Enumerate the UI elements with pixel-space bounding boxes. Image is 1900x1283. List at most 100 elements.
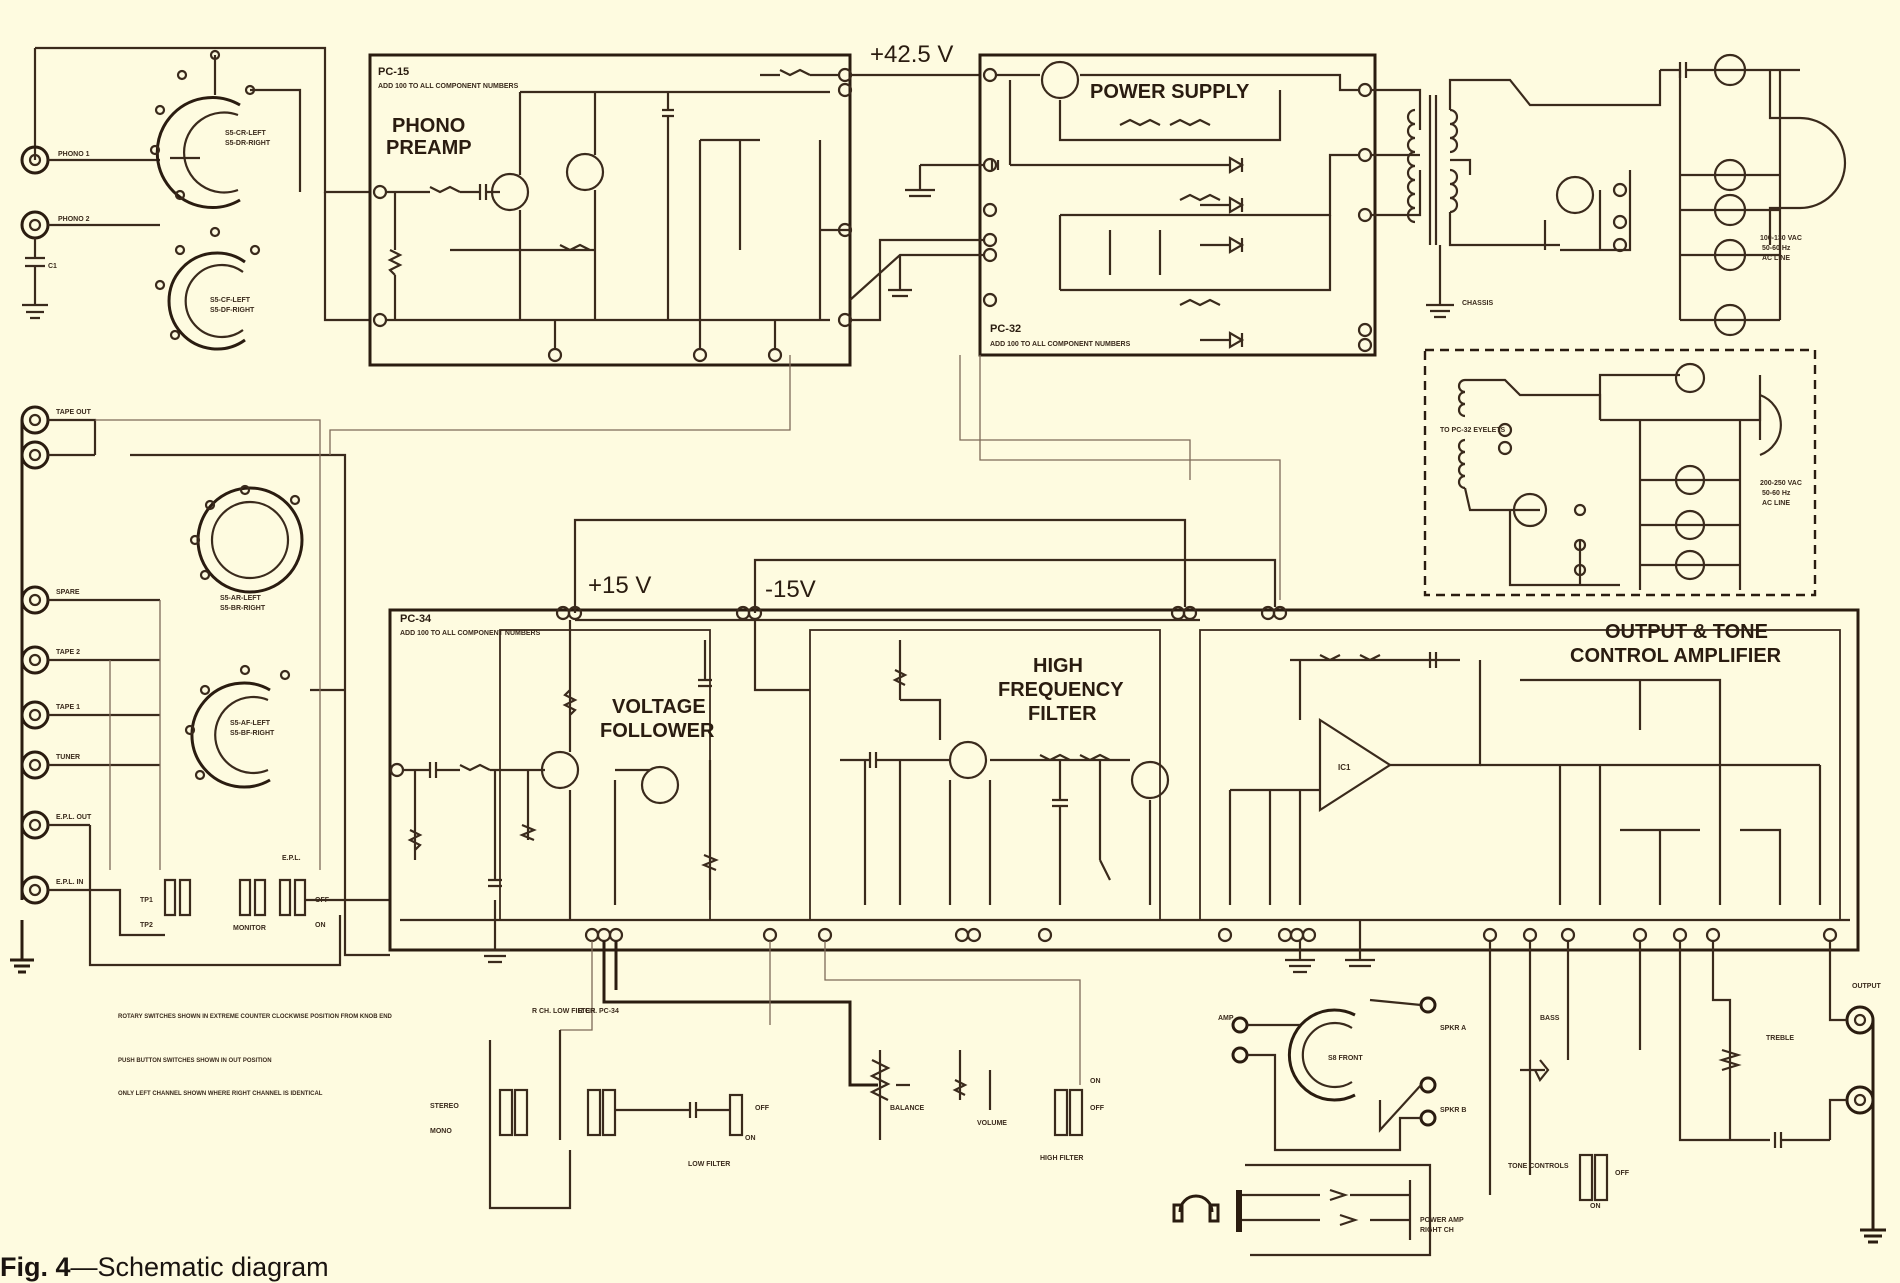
rotary-switch-s5-ar: S5-AR-LEFT S5-BR-RIGHT <box>189 484 304 612</box>
jack-label-phono2: PHONO 2 <box>58 216 90 223</box>
note-push-buttons: PUSH BUTTON SWITCHES SHOWN IN OUT POSITI… <box>118 1058 272 1064</box>
switch-label-epl: E.P.L. <box>282 855 301 862</box>
output-amp-circuit: IC1 <box>1228 652 1822 905</box>
phono-inputs: PHONO 1 PHONO 2 C1 <box>20 46 370 320</box>
switch-label-s5-ar-2: S5-BR-RIGHT <box>220 605 266 612</box>
tone-controls: BASS TREBLE TONE CONTROLS OFF ON <box>1488 941 1830 1210</box>
rail-label-42-5v: +42.5 V <box>870 41 953 68</box>
to-pc32-label: TO PC-32 EYELETS <box>1440 427 1506 434</box>
jack-label-spare: SPARE <box>56 589 80 596</box>
output-jacks: OUTPUT <box>1828 941 1886 1244</box>
output-amp-title-2: CONTROL AMPLIFIER <box>1570 645 1782 667</box>
power-supply-title: POWER SUPPLY <box>1090 81 1250 103</box>
phono-preamp-title-2: PREAMP <box>386 137 472 159</box>
label-s8-front: S8 FRONT <box>1328 1055 1363 1062</box>
ac-line-label-3: AC LINE <box>1762 255 1790 262</box>
svg-text:C1: C1 <box>48 263 57 270</box>
label-volume: VOLUME <box>977 1120 1007 1127</box>
pc15-label: PC-15 <box>378 66 409 78</box>
jack-label-tape1: TAPE 1 <box>56 704 80 711</box>
switch-label-off-low: OFF <box>755 1105 770 1112</box>
label-mono: MONO <box>430 1128 452 1135</box>
ac-alt-label-1: 200-250 VAC <box>1760 480 1802 487</box>
pc34-board <box>388 608 1860 952</box>
switch-label-s5-ar-1: S5-AR-LEFT <box>220 595 262 602</box>
jack-label-tape2: TAPE 2 <box>56 649 80 656</box>
label-bass: BASS <box>1540 1015 1560 1022</box>
pc34-note: ADD 100 TO ALL COMPONENT NUMBERS <box>400 630 541 637</box>
voltage-follower-title-2: FOLLOWER <box>600 720 715 742</box>
jack-label-tape-out: TAPE OUT <box>56 409 92 416</box>
alt-ac-circuit: TO PC-32 EYELETS 200-250 VAC 50-60 Hz AC… <box>1440 362 1802 590</box>
switch-label-off-tone: OFF <box>1615 1170 1630 1177</box>
voltage-follower-title-1: VOLTAGE <box>612 696 706 718</box>
label-spkr-b: SPKR B <box>1440 1107 1466 1114</box>
rotary-switch-s5-cf: S5-CF-LEFT S5-DF-RIGHT <box>154 226 261 351</box>
pc34-top-pins <box>329 355 1288 692</box>
output-tone-section <box>1199 629 1841 921</box>
voltage-follower-circuit <box>389 620 719 920</box>
phono-preamp-title-1: PHONO <box>392 115 465 137</box>
phono-preamp-circuit <box>372 67 853 363</box>
jack-label-epl-in: E.P.L. IN <box>56 879 84 886</box>
caption-fig-number: Fig. 4 <box>0 1252 71 1282</box>
label-amp: AMP <box>1218 1015 1234 1022</box>
switch-label-s5-af-1: S5-AF-LEFT <box>230 720 271 727</box>
chassis-label: CHASSIS <box>1462 300 1493 307</box>
label-power-amp-2: RIGHT CH <box>1420 1227 1454 1234</box>
hf-filter-title-1: HIGH <box>1033 655 1083 677</box>
label-high-filter: HIGH FILTER <box>1040 1155 1083 1162</box>
ac-line-label-2: 50-60 Hz <box>1762 245 1791 252</box>
pc32-label: PC-32 <box>990 323 1021 335</box>
figure-caption: Fig. 4—Schematic diagram <box>0 1252 329 1283</box>
jack-label-epl-out: E.P.L. OUT <box>56 814 92 821</box>
rail-label-plus15v: +15 V <box>588 572 651 599</box>
switch-label-s5-top-1: S5-CR-LEFT <box>225 130 267 137</box>
label-low-filter: LOW FILTER <box>688 1161 730 1168</box>
switch-label-tp2: TP2 <box>140 922 153 929</box>
label-balance: BALANCE <box>890 1105 925 1112</box>
voltage-follower-section <box>499 629 711 921</box>
pc32-note: ADD 100 TO ALL COMPONENT NUMBERS <box>990 341 1131 348</box>
caption-text: —Schematic diagram <box>70 1252 329 1282</box>
switch-label-s5-af-2: S5-BF-RIGHT <box>230 730 275 737</box>
bottom-controls: R CH. LOW FILTER R CH. PC-34 STEREO MONO… <box>430 941 1105 1210</box>
svg-text:IC1: IC1 <box>1338 763 1351 772</box>
input-jacks-column: TAPE OUT SPARE TAPE 2 TAPE 1 TUNER E.P.L… <box>10 405 160 974</box>
rail-label-minus15v: -15V <box>765 576 816 603</box>
pc15-board <box>368 53 852 367</box>
pushbutton-switches-monitor-epl: TP1 TP2 MONITOR E.P.L. OFF ON <box>88 825 390 967</box>
switch-label-off-hf: OFF <box>1090 1105 1105 1112</box>
hf-filter-circuit <box>840 640 1170 905</box>
label-r-ch-pc34: R CH. PC-34 <box>578 1008 619 1015</box>
hf-filter-title-3: FILTER <box>1028 703 1097 725</box>
switch-label-s5-cf-1: S5-CF-LEFT <box>210 297 251 304</box>
speaker-selector: AMP SPKR A SPKR B S8 FRONT <box>1218 996 1466 1152</box>
alt-ac-wiring-box <box>1423 348 1817 597</box>
power-supply-circuit <box>982 60 1373 353</box>
switch-label-on-hf: ON <box>1090 1078 1101 1085</box>
headphone-jack: POWER AMP RIGHT CH <box>1172 1163 1464 1257</box>
switch-label-monitor: MONITOR <box>233 925 266 932</box>
note-only-left: ONLY LEFT CHANNEL SHOWN WHERE RIGHT CHAN… <box>118 1091 323 1097</box>
label-stereo: STEREO <box>430 1103 459 1110</box>
note-rotary-switches: ROTARY SWITCHES SHOWN IN EXTREME COUNTER… <box>118 1014 393 1020</box>
pc34-label: PC-34 <box>400 613 432 625</box>
pc15-note: ADD 100 TO ALL COMPONENT NUMBERS <box>378 83 519 90</box>
switch-label-on: ON <box>315 922 326 929</box>
switch-label-on-low: ON <box>745 1135 756 1142</box>
output-amp-title-1: OUTPUT & TONE <box>1605 621 1768 643</box>
label-spkr-a: SPKR A <box>1440 1025 1466 1032</box>
hf-filter-title-2: FREQUENCY <box>998 679 1124 701</box>
jack-label-tuner: TUNER <box>56 754 80 761</box>
switch-label-tp1: TP1 <box>140 897 153 904</box>
rotary-switch-s5-top: S5-CR-LEFT S5-DR-RIGHT <box>149 49 302 209</box>
rotary-switch-s5-af: S5-AF-LEFT S5-BF-RIGHT <box>184 664 291 789</box>
switch-label-s5-top-2: S5-DR-RIGHT <box>225 140 271 147</box>
label-r-ch-low-filter: R CH. LOW FILTER <box>532 1008 595 1015</box>
switch-label-s5-cf-2: S5-DF-RIGHT <box>210 307 255 314</box>
ac-alt-label-2: 50-60 Hz <box>1762 490 1791 497</box>
label-treble: TREBLE <box>1766 1035 1794 1042</box>
